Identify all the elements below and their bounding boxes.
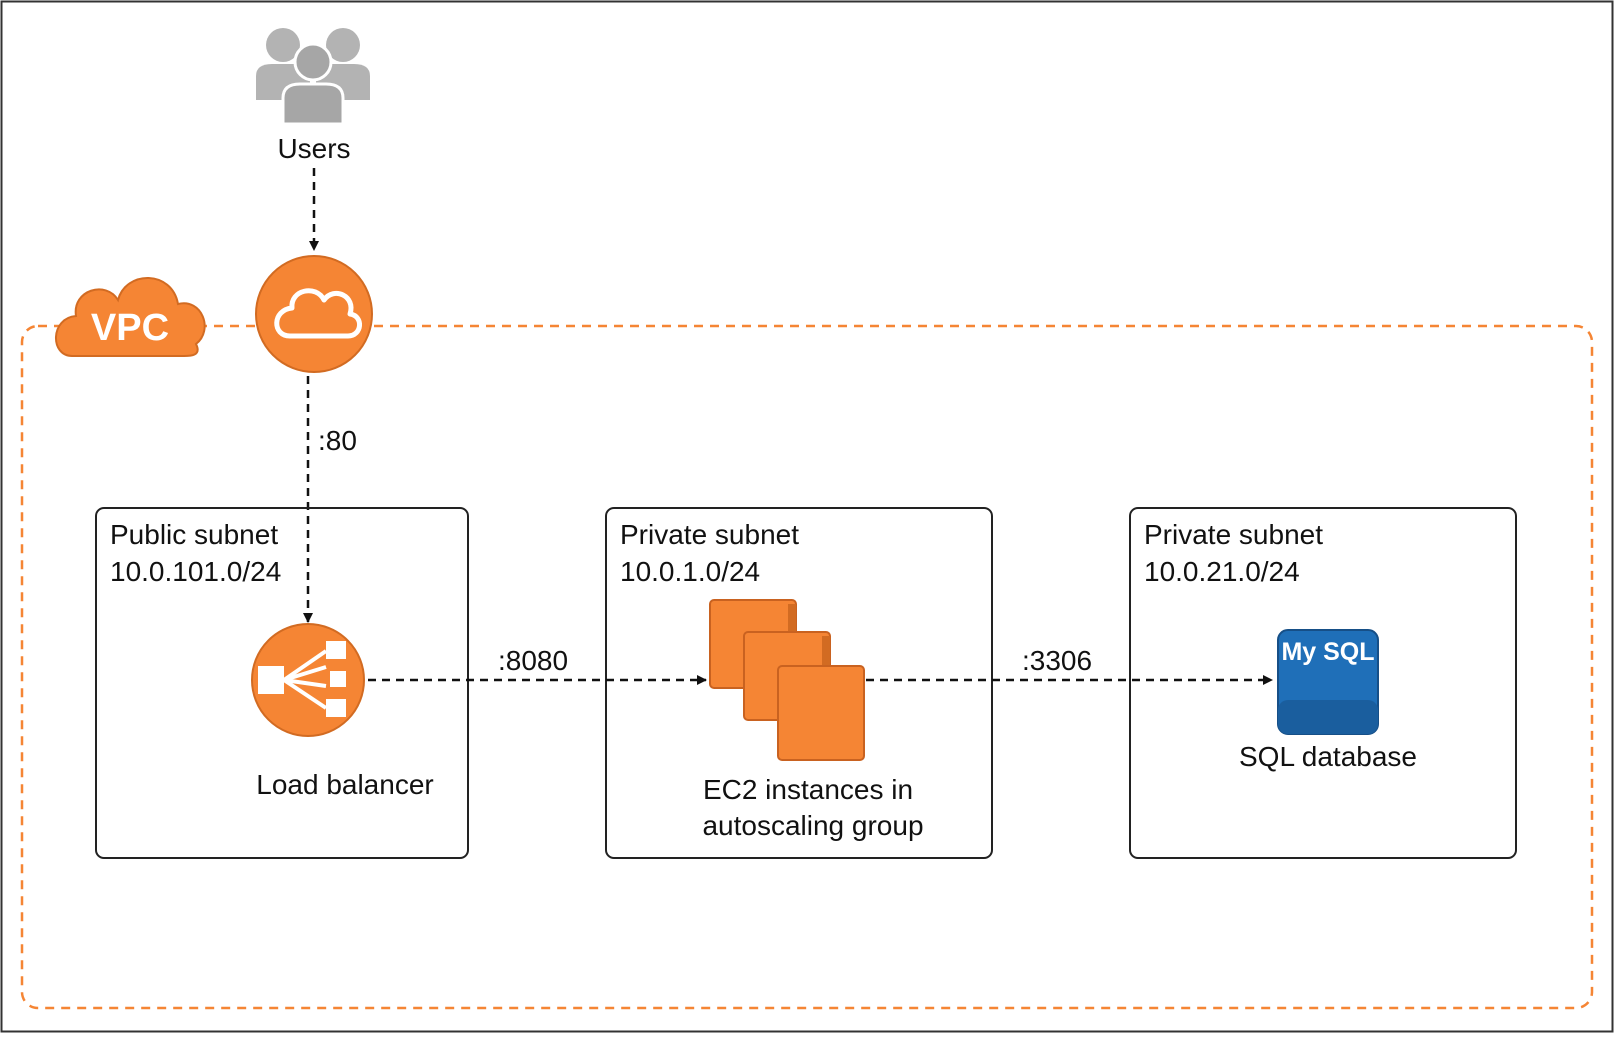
edge-port-3306-label: :3306 [1022, 645, 1092, 676]
subnet-private-app: Private subnet 10.0.1.0/24 [605, 507, 993, 859]
mysql-database-icon: My SQL [1277, 629, 1379, 735]
subnet-name: Private subnet [1144, 519, 1323, 550]
subnet-name: Public subnet [110, 519, 278, 550]
load-balancer-icon [251, 623, 365, 737]
edge-port-80-label: :80 [318, 425, 357, 456]
subnet-cidr: 10.0.21.0/24 [1144, 556, 1300, 587]
vpc-label: VPC [91, 307, 169, 349]
internet-gateway-cloud-icon [255, 255, 373, 373]
mysql-badge-text: My SQL [1281, 638, 1374, 666]
load-balancer-label: Load balancer [256, 769, 433, 800]
subnet-cidr: 10.0.101.0/24 [110, 556, 281, 587]
subnet-name: Private subnet [620, 519, 799, 550]
subnet-private-db: Private subnet 10.0.21.0/24 [1129, 507, 1517, 859]
vpc-boundary [20, 324, 1594, 1010]
vpc-cloud-icon: VPC [55, 277, 206, 357]
users-label: Users [277, 133, 350, 164]
users-icon [256, 28, 370, 126]
edge-port-8080-label: :8080 [498, 645, 568, 676]
database-label: SQL database [1239, 741, 1417, 772]
ec2-label-line2: autoscaling group [702, 810, 923, 841]
ec2-instances-icon [709, 599, 865, 761]
subnet-cidr: 10.0.1.0/24 [620, 556, 760, 587]
subnet-public: Public subnet 10.0.101.0/24 [95, 507, 469, 859]
ec2-label-line1: EC2 instances in [703, 774, 913, 805]
